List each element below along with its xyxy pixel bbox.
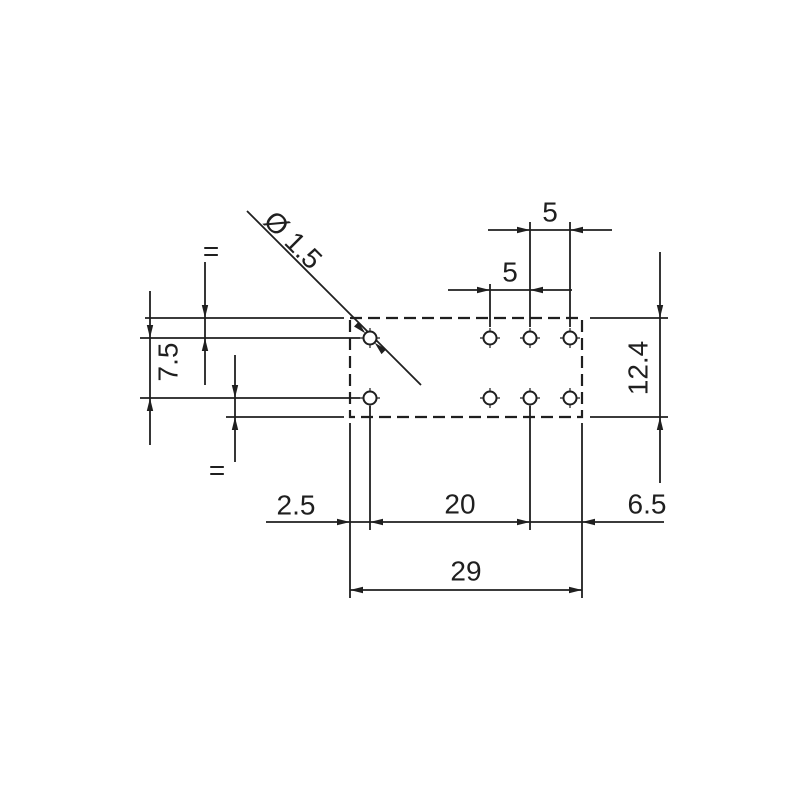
dim-label-body-width: 29 (450, 556, 481, 587)
arrowhead (517, 226, 530, 234)
arrowhead (354, 321, 366, 334)
hole (559, 387, 581, 409)
dim-label-hole-to-edge: 6.5 (628, 489, 667, 520)
extension-lines (140, 222, 668, 598)
dim-label-body-height: 12.4 (623, 341, 654, 396)
arrowhead (231, 385, 239, 398)
arrowhead (569, 586, 582, 594)
dimension-pitch-inner: 5 (448, 257, 572, 294)
dim-label-row-spacing: 7.5 (153, 343, 184, 382)
arrowhead (477, 286, 490, 294)
hole (559, 327, 581, 349)
arrowhead (517, 518, 530, 526)
arrowhead (370, 518, 383, 526)
arrowhead (656, 305, 664, 318)
arrowhead (231, 417, 239, 430)
dim-label-hole-diameter: Ø 1.5 (258, 205, 328, 275)
mounting-holes (359, 327, 581, 409)
hole (479, 387, 501, 409)
arrowhead (656, 417, 664, 430)
dim-label-equal-bottom: = (209, 455, 225, 486)
dim-label-edge-to-hole: 2.5 (277, 490, 316, 521)
dimension-row-spacing: 7.5 (146, 291, 184, 445)
dim-label-pitch-outer: 5 (542, 197, 558, 228)
dimension-body-height: 12.4 (623, 252, 664, 483)
arrowhead (582, 518, 595, 526)
arrowhead (530, 286, 543, 294)
arrowhead (337, 518, 350, 526)
arrowhead (201, 305, 209, 318)
dimension-equal-top: = (201, 236, 219, 385)
hole (519, 327, 541, 349)
hole (479, 327, 501, 349)
dim-label-equal-top: = (203, 236, 219, 267)
diameter-callout: Ø 1.5 (246, 205, 422, 386)
dimension-bottom-chain: 2.5 20 6.5 (266, 489, 666, 526)
arrowhead (350, 586, 363, 594)
arrowhead (201, 338, 209, 351)
hole (359, 387, 381, 409)
dim-label-pitch-inner: 5 (502, 257, 518, 288)
arrowhead (374, 342, 387, 355)
dim-label-hole-group-span: 20 (444, 489, 475, 520)
dimension-pitch-outer: 5 (488, 197, 612, 234)
arrowhead (146, 398, 154, 411)
dimension-equal-bottom: = (209, 355, 239, 486)
component-outline (348, 316, 584, 419)
hole (519, 387, 541, 409)
arrowhead (570, 226, 583, 234)
arrowhead (146, 325, 154, 338)
dimension-body-width: 29 (350, 556, 582, 594)
